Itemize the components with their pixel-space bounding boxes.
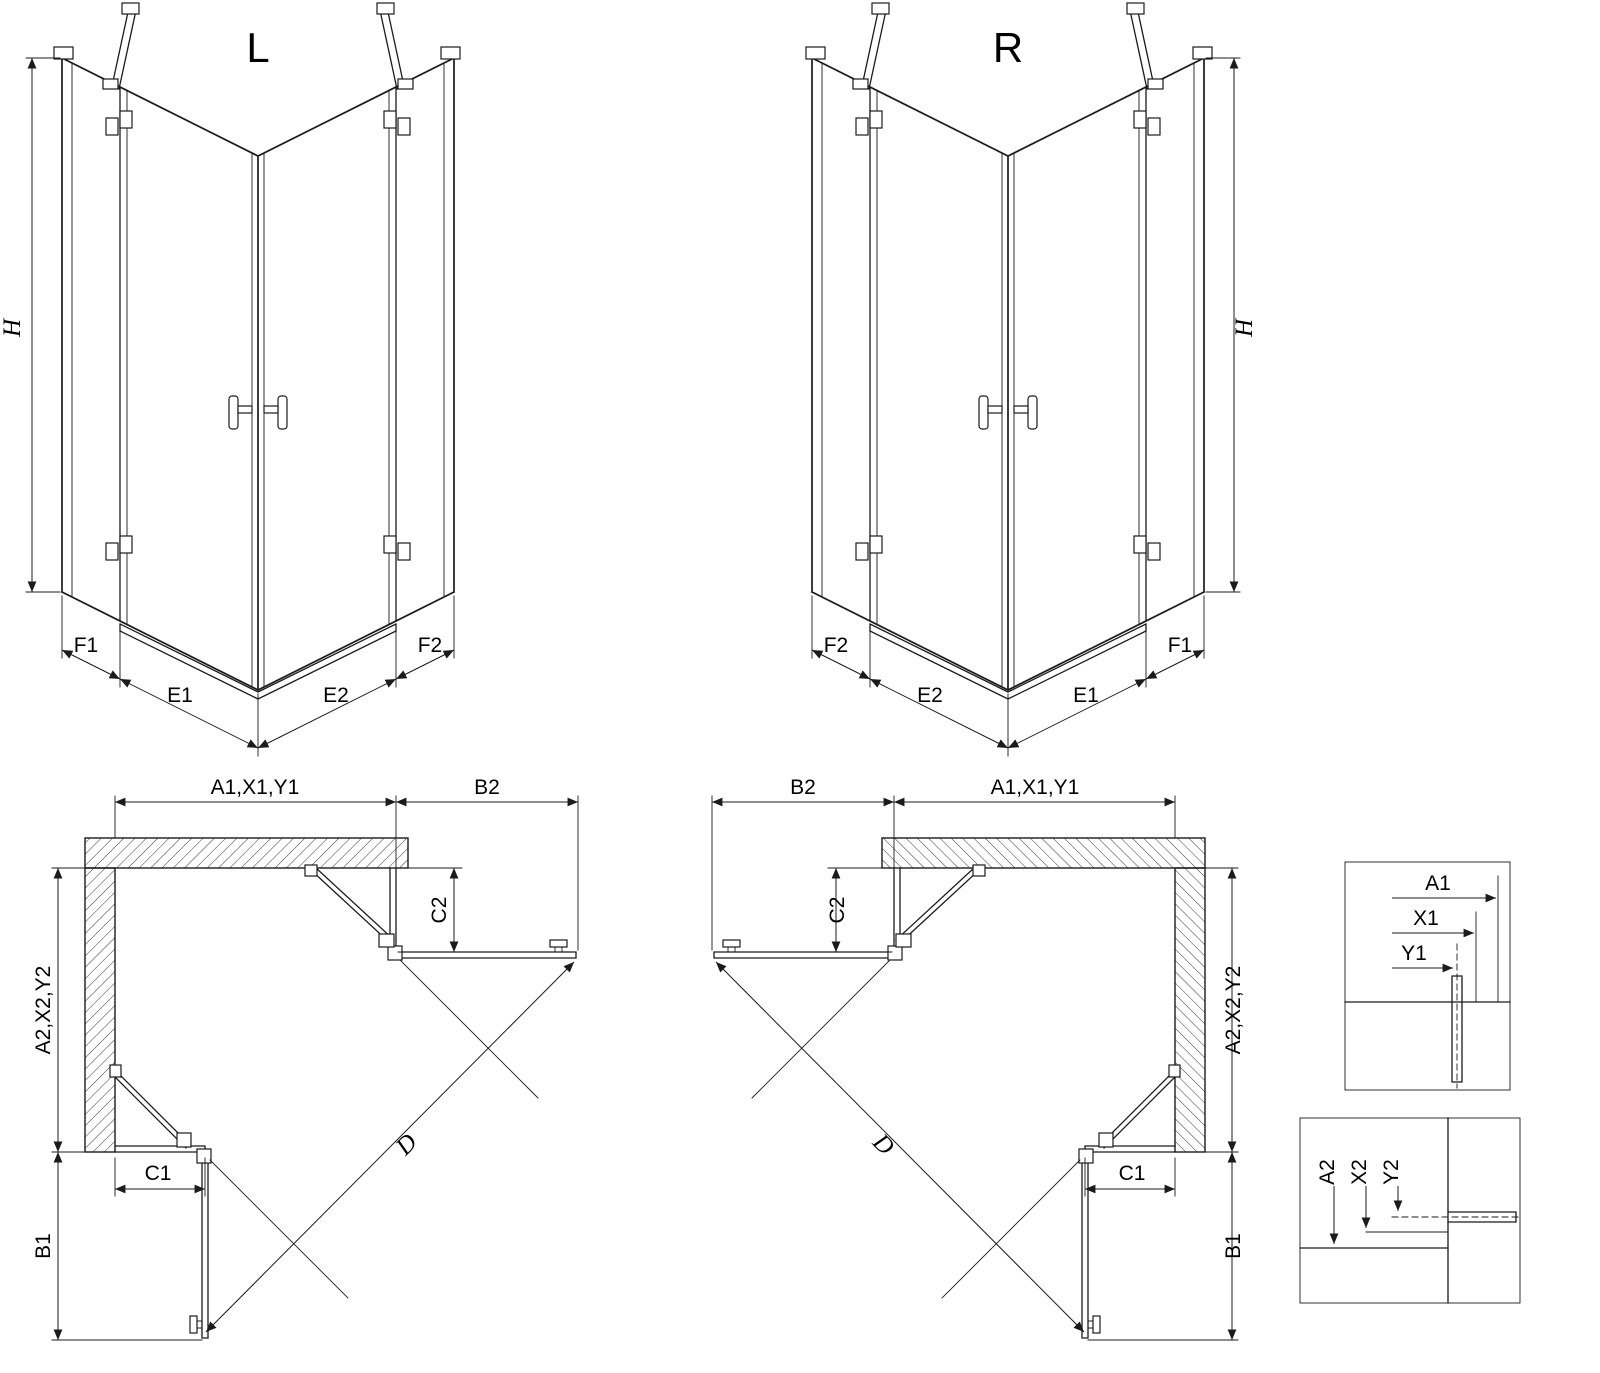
dim-label-depth: A2,X2,Y2	[32, 966, 55, 1055]
dim-label-b2: B2	[790, 776, 816, 799]
detail-label-y2: Y2	[1380, 1159, 1403, 1185]
dim-label-width: A1,X1,Y1	[991, 776, 1080, 799]
dim-label-depth: A2,X2,Y2	[1222, 966, 1245, 1055]
view-3d-left: L H F1 E1 E2 F2	[0, 3, 460, 756]
dim-label-c2: C2	[826, 897, 849, 924]
dim-label-f2: F2	[824, 634, 849, 657]
reference-lines	[1475, 875, 1499, 1003]
dim-label-c1: C1	[1119, 1162, 1146, 1185]
dim-label-height: H	[0, 317, 26, 338]
dim-label-e2: E2	[323, 684, 349, 707]
detail-label-x1: X1	[1413, 907, 1439, 930]
glass-profile-section	[1451, 975, 1463, 1083]
detail-label-a2: A2	[1316, 1159, 1339, 1185]
dim-label-e1: E1	[167, 684, 193, 707]
version-label-right: R	[993, 24, 1023, 71]
dim-label-b2: B2	[474, 776, 500, 799]
dim-label-f1: F1	[1168, 634, 1193, 657]
dim-label-f2: F2	[418, 634, 443, 657]
dim-label-c1: C1	[145, 1162, 172, 1185]
detail-frame	[1344, 861, 1511, 1091]
dim-label-e1: E1	[1073, 684, 1099, 707]
dim-label-width: A1,X1,Y1	[211, 776, 300, 799]
detail-box-width: A1 X1 Y1	[1344, 861, 1511, 1091]
dim-label-e2: E2	[917, 684, 943, 707]
view-3d-right: R H F2 E2 E1 F1	[806, 3, 1258, 756]
detail-box-depth: A2 X2 Y2	[1299, 1117, 1521, 1304]
version-label-left: L	[246, 24, 269, 71]
dim-label-c2: C2	[428, 897, 451, 924]
dim-label-b1: B1	[1222, 1233, 1245, 1259]
dim-label-height: H	[1231, 317, 1258, 338]
detail-frame	[1299, 1117, 1521, 1304]
dim-label-b1: B1	[32, 1233, 55, 1259]
detail-label-y1: Y1	[1401, 942, 1427, 965]
detail-label-x2: X2	[1348, 1159, 1371, 1185]
detail-label-a1: A1	[1425, 872, 1451, 895]
dim-label-f1: F1	[74, 634, 99, 657]
